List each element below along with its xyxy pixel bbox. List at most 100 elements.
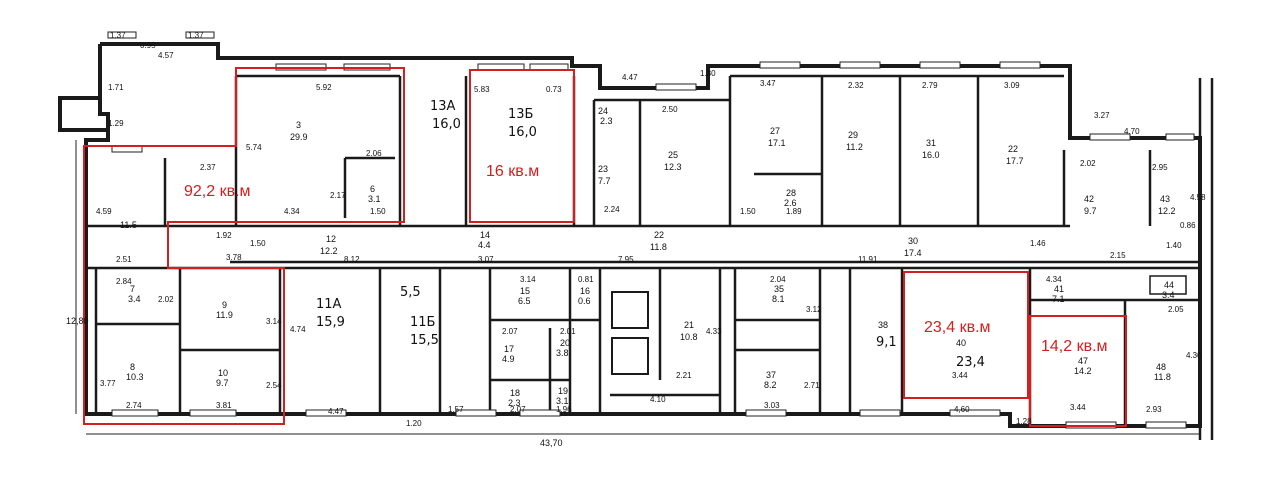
room-area: 16.0 — [922, 150, 940, 160]
outer-walls — [58, 42, 1214, 440]
dimension: 1.37 — [188, 31, 204, 40]
room-label: 28 — [786, 188, 796, 198]
room-label: 3 — [296, 120, 301, 130]
room-label: 8 — [130, 362, 135, 372]
room-label: 23 — [598, 164, 608, 174]
dimension: 5.92 — [316, 83, 332, 92]
dimension: 3.44 — [1070, 403, 1086, 412]
dimension: 2.17 — [330, 191, 346, 200]
dimension: 4.30 — [1186, 351, 1202, 360]
room-area: 7.1 — [1052, 294, 1065, 304]
room-label: 7 — [130, 284, 135, 294]
room-label: 47 — [1078, 356, 1088, 366]
room-area: 4.9 — [502, 354, 515, 364]
room-label: 37 — [766, 370, 776, 380]
interior-walls — [86, 74, 1200, 426]
dimension: 2.74 — [126, 401, 142, 410]
room-area: 3.1 — [556, 396, 569, 406]
dimension: 1.50 — [370, 207, 386, 216]
room-label: 38 — [878, 320, 888, 330]
dimension: 1.20 — [406, 419, 422, 428]
dimension: 2.95 — [1152, 163, 1168, 172]
dimension: 3.78 — [226, 253, 242, 262]
dimension: 3.14 — [520, 275, 536, 284]
dimension: 8.12 — [344, 255, 360, 264]
unit-47-outline[interactable] — [1029, 315, 1127, 427]
unit-left-label: 92,2 кв.м — [184, 183, 251, 200]
dimension: 2.21 — [676, 371, 692, 380]
dimension: 3.44 — [952, 371, 968, 380]
room-label: 43 — [1160, 194, 1170, 204]
room-area: 9.7 — [216, 378, 229, 388]
dimension: 4.70 — [1124, 127, 1140, 136]
dimension: 5.74 — [246, 143, 262, 152]
dimension: 3.47 — [760, 79, 776, 88]
dimension: 1.50 — [740, 207, 756, 216]
h55: 5,5 — [400, 285, 421, 300]
h11b-num: 11Б — [410, 315, 435, 330]
room-area: 3.4 — [1162, 290, 1175, 300]
room-label: 40 — [956, 338, 966, 348]
dimension: 0.73 — [546, 85, 562, 94]
unit-13b-label: 16 кв.м — [486, 163, 539, 180]
dimension: 4.74 — [290, 325, 306, 334]
room-label: 14 — [480, 230, 490, 240]
room-label: 25 — [668, 150, 678, 160]
dimension: 2.37 — [200, 163, 216, 172]
dimension: 1.29 — [108, 119, 124, 128]
unit-13b-outline[interactable] — [469, 69, 575, 223]
handwritten-labels: 13А 16,0 13Б 16,0 11А 15,9 5,5 11Б 15,5 … — [316, 99, 985, 370]
dimension: 4.47 — [328, 407, 344, 416]
room-area: 2.3 — [508, 398, 521, 408]
room-label: 44 — [1164, 280, 1174, 290]
room-label: 12 — [326, 234, 336, 244]
unit-47-label: 14,2 кв.м — [1041, 338, 1108, 355]
room-area: 2.6 — [784, 198, 797, 208]
room-area: 10.8 — [680, 332, 698, 342]
dimension: 2.05 — [1168, 305, 1184, 314]
dimension: 2.50 — [662, 105, 678, 114]
room-area: 0.6 — [578, 296, 591, 306]
room-area: 3.8 — [556, 348, 569, 358]
dimension: 2.15 — [1110, 251, 1126, 260]
room-area: 11.8 — [1154, 372, 1171, 382]
dimension: 1.37 — [110, 31, 126, 40]
dimension: 7.95 — [618, 255, 634, 264]
room-label: 20 — [560, 338, 570, 348]
dimension: 2.51 — [116, 255, 132, 264]
room-area: 4.4 — [478, 240, 491, 250]
room-area: 8.2 — [764, 380, 777, 390]
room-label: 10 — [218, 368, 228, 378]
h13a-area: 16,0 — [432, 117, 461, 132]
unit-40-label: 23,4 кв.м — [924, 319, 991, 336]
dimension: 1.40 — [1166, 241, 1182, 250]
dimension: 3.14 — [266, 317, 282, 326]
dimension: 1.57 — [448, 405, 464, 414]
room-label: 42 — [1084, 194, 1094, 204]
dimension: 3.03 — [764, 401, 780, 410]
room-label: 21 — [684, 320, 694, 330]
room-label: 15 — [520, 286, 530, 296]
dimension: 0.81 — [578, 275, 594, 284]
room-label: 19 — [558, 386, 568, 396]
highlight-labels: 92,2 кв.м 16 кв.м 23,4 кв.м 14,2 кв.м — [184, 163, 1108, 355]
h13a-num: 13А — [430, 99, 456, 114]
dimension: 11.91 — [858, 255, 878, 264]
h40-area: 23,4 — [956, 355, 985, 370]
unit-40-outline[interactable] — [903, 271, 1029, 399]
unit-left-outline[interactable] — [83, 67, 405, 425]
dimension: 4.59 — [96, 207, 112, 216]
room-label: 11.5 — [120, 220, 137, 230]
room-area: 6.5 — [518, 296, 531, 306]
room-label: 22 — [654, 230, 664, 240]
overall-height: 12,80 — [66, 316, 89, 326]
room-area: 12.2 — [1158, 206, 1176, 216]
room-label: 22 — [1008, 144, 1018, 154]
dimension: 0.86 — [1180, 221, 1196, 230]
dimension: 2.32 — [848, 81, 864, 90]
room-label: 9 — [222, 300, 227, 310]
room-area: 10.3 — [126, 372, 144, 382]
dimension: 2.04 — [770, 275, 786, 284]
room-area: 7.7 — [598, 176, 611, 186]
